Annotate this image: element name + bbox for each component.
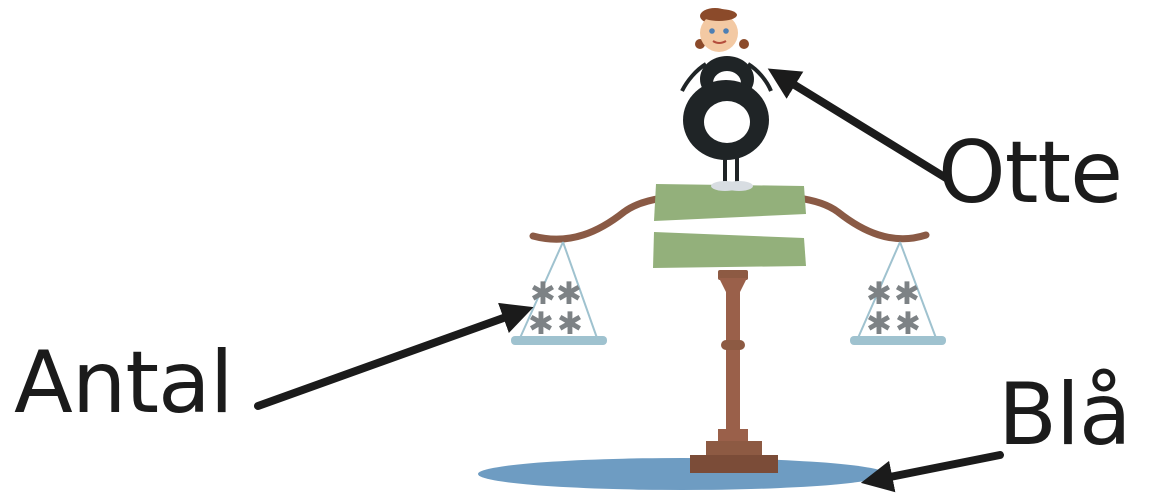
right-pan: ✱ ✱ ✱ ✱ (850, 242, 946, 345)
number-eight-character-icon (682, 8, 771, 191)
label-bla: Blå (998, 372, 1131, 458)
star-icon: ✱ (557, 306, 583, 342)
green-signs (653, 184, 806, 268)
blue-ground-shadow (478, 458, 886, 490)
label-antal: Antal (14, 340, 233, 426)
star-icon: ✱ (528, 306, 554, 342)
arrow-bla (875, 455, 1000, 480)
scale-pole (718, 270, 748, 431)
left-pan: ✱ ✱ ✱ ✱ (511, 242, 607, 345)
star-icon: ✱ (895, 306, 921, 342)
right-pan-stars: ✱ ✱ ✱ ✱ (866, 276, 921, 342)
label-otte: Otte (938, 130, 1122, 216)
left-pan-stars: ✱ ✱ ✱ ✱ (528, 276, 583, 342)
scale-base (690, 429, 778, 473)
arrow-antal (258, 312, 520, 406)
arrow-otte (780, 76, 946, 178)
star-icon: ✱ (866, 306, 892, 342)
